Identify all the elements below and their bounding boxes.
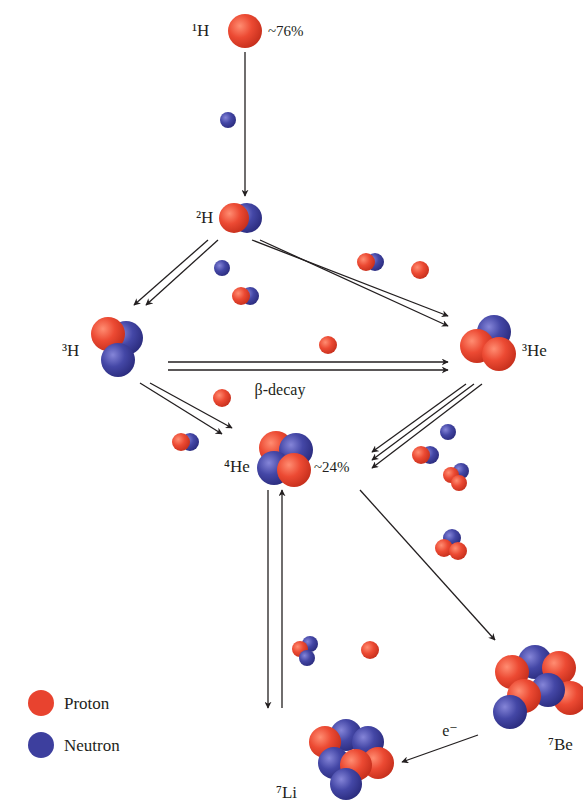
reaction-arrow — [168, 361, 448, 362]
helium3-particle — [451, 475, 467, 491]
legend-swatch — [28, 690, 54, 716]
proton-ball — [219, 203, 249, 233]
nucleus-node: ¹H ~76% — [188, 10, 312, 52]
nuclide-label: ³He — [522, 342, 547, 359]
reaction-arrow — [372, 384, 466, 452]
neutron-particle — [214, 260, 230, 276]
reaction-label: e⁻ — [439, 722, 461, 740]
reaction-arrow — [252, 240, 448, 316]
proton-particle — [213, 389, 231, 407]
reaction-arrow — [360, 490, 495, 640]
reaction-arrow — [260, 240, 448, 326]
proton-ball — [228, 14, 262, 48]
neutron-particle — [440, 424, 456, 440]
nucleus-node: ⁷Li — [262, 708, 402, 802]
reaction-arrow — [372, 384, 474, 460]
nuclide-label: ⁷Li — [276, 784, 297, 801]
reaction-arrow — [134, 240, 208, 305]
nucleus-node: ³H — [58, 305, 168, 383]
helium3-particle — [449, 542, 467, 560]
proton-ball — [277, 453, 311, 487]
nuclide-label: ²H — [196, 209, 213, 226]
reaction-arrow — [281, 490, 282, 708]
nucleus-node: ³He — [448, 312, 576, 384]
deuteron-particle — [172, 433, 190, 451]
nucleus-node: ²H — [192, 196, 272, 240]
abundance-label: ~24% — [314, 460, 350, 475]
reaction-label: β-decay — [252, 381, 309, 399]
nuclide-label: ⁷Be — [548, 736, 573, 753]
reaction-arrow — [140, 383, 222, 434]
legend-text: Proton — [64, 695, 109, 712]
proton-particle — [411, 261, 429, 279]
neutron-ball — [330, 768, 362, 800]
proton-particle — [319, 336, 337, 354]
reaction-arrow — [150, 383, 232, 428]
reaction-arrow — [168, 369, 448, 370]
nuclide-label: ⁴He — [224, 458, 250, 475]
reaction-arrow — [146, 240, 218, 305]
nucleus-node: ⁷Be — [478, 640, 581, 760]
reaction-arrow — [244, 52, 245, 196]
deuteron-particle — [232, 287, 250, 305]
abundance-label: ~76% — [268, 24, 304, 39]
nuclide-label: ¹H — [192, 22, 209, 39]
deuteron-particle — [357, 253, 375, 271]
neutron-ball — [493, 695, 527, 729]
deuteron-particle — [412, 446, 430, 464]
neutron-ball — [101, 343, 135, 377]
proton-particle — [361, 641, 379, 659]
nucleus-node: ⁴He ~24% — [222, 428, 372, 490]
reaction-arrow — [372, 384, 482, 468]
proton-ball — [482, 337, 516, 371]
neutron-particle — [220, 112, 236, 128]
legend-swatch — [28, 732, 54, 758]
reaction-arrow — [267, 490, 268, 708]
triton-particle — [299, 650, 315, 666]
legend-text: Neutron — [64, 737, 120, 754]
nuclide-label: ³H — [62, 342, 79, 359]
